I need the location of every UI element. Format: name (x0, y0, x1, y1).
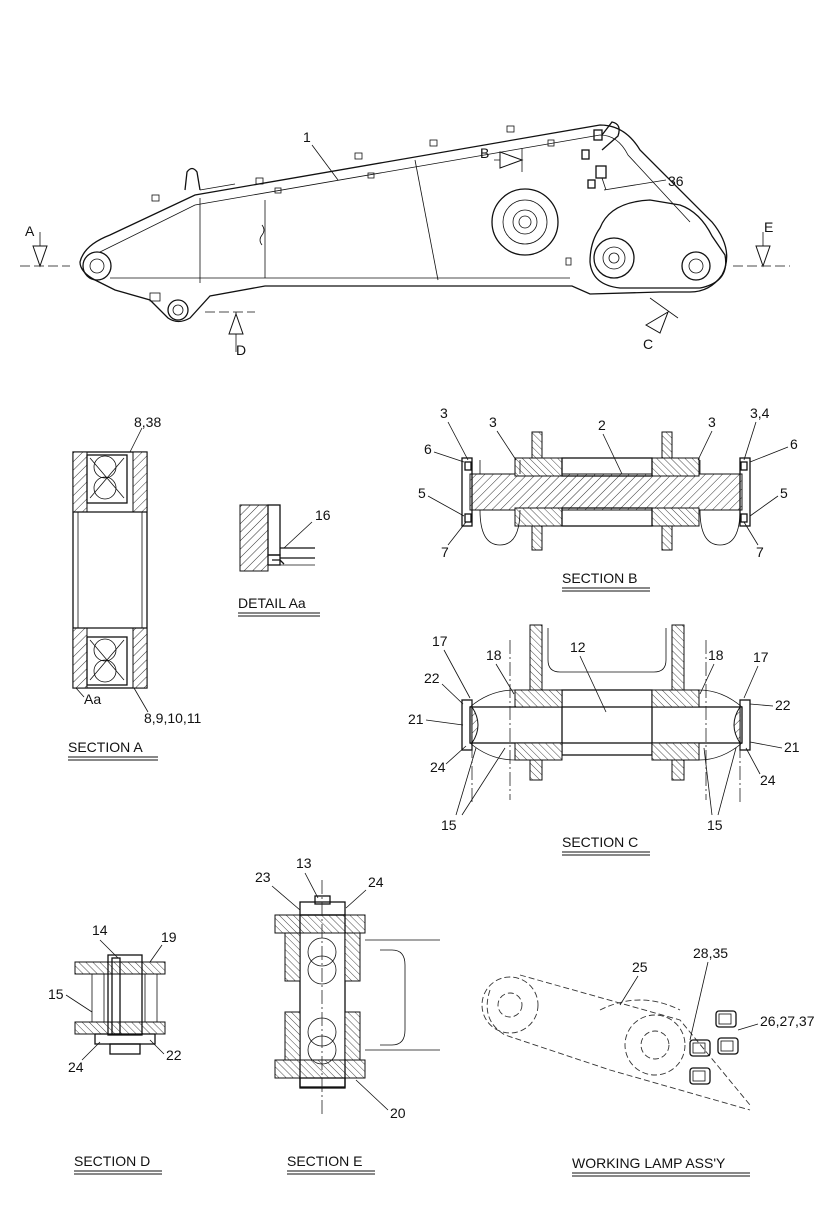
sc-callout-12: 12 (570, 639, 586, 655)
se-callout-24: 24 (368, 874, 384, 890)
sc-callout-18l: 18 (486, 647, 502, 663)
sb-callout-3a: 3 (440, 405, 448, 421)
lamp-icon (717, 1037, 739, 1055)
callout-8-38: 8,38 (134, 414, 161, 430)
view-c-label: C (643, 336, 653, 352)
section-a-drawing (72, 451, 148, 689)
section-a-title: SECTION A (68, 739, 143, 755)
sb-callout-6r: 6 (790, 436, 798, 452)
lamp-callout-26-27-37: 26,27,37 (760, 1013, 815, 1029)
section-d-title: SECTION D (74, 1153, 150, 1169)
view-d-label: D (236, 342, 246, 358)
working-lamp-title: WORKING LAMP ASS'Y (572, 1155, 726, 1171)
view-b-label: B (480, 145, 489, 161)
sb-callout-5r: 5 (780, 485, 788, 501)
se-callout-13: 13 (296, 855, 312, 871)
sc-callout-22r: 22 (775, 697, 791, 713)
section-d-drawing (74, 954, 166, 1055)
sc-callout-15r: 15 (707, 817, 723, 833)
callout-1: 1 (303, 129, 311, 145)
callout-aa: Aa (84, 691, 101, 707)
sc-callout-17r: 17 (753, 649, 769, 665)
callout-8-9-10-11: 8,9,10,11 (144, 710, 202, 726)
sc-callout-21l: 21 (408, 711, 424, 727)
sc-callout-15l: 15 (441, 817, 457, 833)
working-lamp-drawing (481, 974, 751, 1111)
sc-callout-24r: 24 (760, 772, 776, 788)
sb-callout-7l: 7 (441, 544, 449, 560)
section-e-drawing (274, 880, 440, 1115)
sd-callout-19: 19 (161, 929, 177, 945)
sc-callout-17l: 17 (432, 633, 448, 649)
view-marker-d: D (205, 311, 255, 358)
sc-callout-22l: 22 (424, 670, 440, 686)
section-c-title: SECTION C (562, 834, 638, 850)
se-callout-23: 23 (255, 869, 271, 885)
sd-callout-14: 14 (92, 922, 108, 938)
sc-callout-18r: 18 (708, 647, 724, 663)
lamp-callout-25: 25 (632, 959, 648, 975)
view-marker-a: A (20, 223, 70, 268)
lamp-callout-28-35: 28,35 (693, 945, 728, 961)
sd-callout-24: 24 (68, 1059, 84, 1075)
lamp-icon (689, 1067, 711, 1085)
callout-36: 36 (668, 173, 684, 189)
sd-callout-22: 22 (166, 1047, 182, 1063)
detail-aa-drawing (239, 504, 315, 572)
boom-side-view (79, 121, 728, 323)
sb-callout-6l: 6 (424, 441, 432, 457)
lamp-icon (689, 1039, 711, 1057)
se-callout-20: 20 (390, 1105, 406, 1121)
view-marker-e: E (733, 219, 790, 268)
sb-callout-3b: 3 (489, 414, 497, 430)
sb-callout-3-4: 3,4 (750, 405, 770, 421)
callout-16: 16 (315, 507, 331, 523)
section-c-drawing (461, 624, 751, 805)
detail-aa-title: DETAIL Aa (238, 595, 306, 611)
sd-callout-15: 15 (48, 986, 64, 1002)
lamp-icon (715, 1010, 737, 1028)
sc-callout-24l: 24 (430, 759, 446, 775)
sb-callout-7r: 7 (756, 544, 764, 560)
sb-callout-3c: 3 (708, 414, 716, 430)
view-a-label: A (25, 223, 35, 239)
section-e-title: SECTION E (287, 1153, 362, 1169)
section-b-drawing (461, 431, 751, 551)
view-marker-c: C (643, 297, 679, 352)
sb-callout-5l: 5 (418, 485, 426, 501)
sb-callout-2: 2 (598, 417, 606, 433)
sc-callout-21r: 21 (784, 739, 800, 755)
section-b-title: SECTION B (562, 570, 637, 586)
view-e-label: E (764, 219, 773, 235)
view-marker-b: B (480, 145, 524, 172)
